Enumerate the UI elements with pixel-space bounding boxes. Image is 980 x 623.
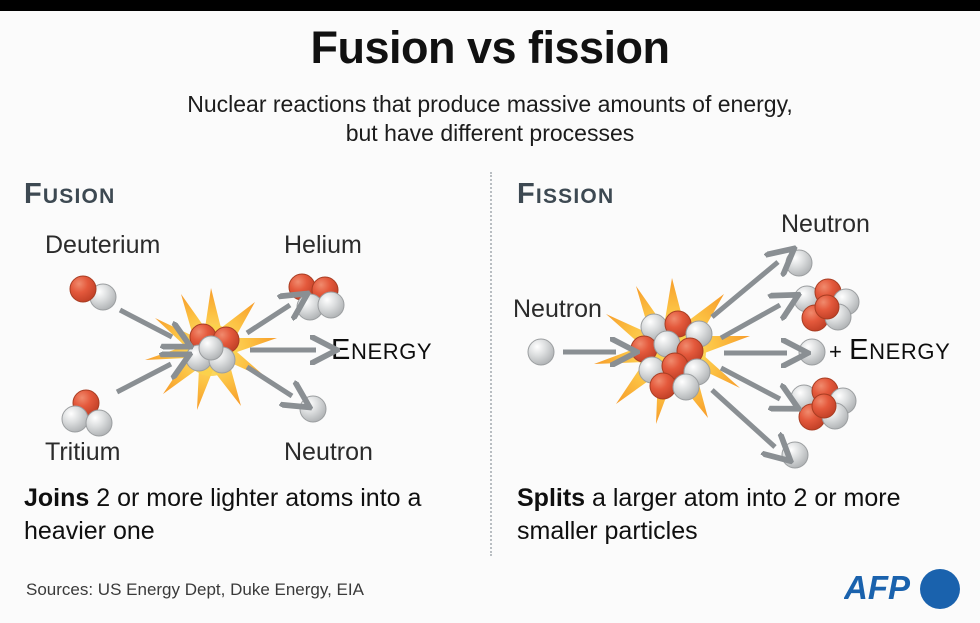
fission-summary-bold: Splits [517, 484, 586, 512]
fission-energy-burst [594, 278, 750, 424]
page-title: Fusion vs fission [310, 22, 670, 73]
panel-divider [490, 172, 492, 556]
arrow-out-fragment-lower [719, 365, 780, 399]
label-deuterium: Deuterium [45, 231, 161, 259]
subtitle-line-2: but have different processes [345, 120, 635, 146]
fusion-summary-bold: Joins [24, 484, 90, 512]
fusion-energy-burst [145, 288, 277, 410]
sources-line: Sources: US Energy Dept, Duke Energy, EI… [26, 580, 364, 599]
atom-fission-fragment-lower [790, 377, 857, 431]
fission-arrows [563, 262, 787, 447]
arrow-helium-out [245, 305, 290, 336]
fission-energy-cap: E [849, 334, 870, 366]
afp-logo: AFP [844, 568, 964, 610]
fission-heading: FISSION [517, 178, 614, 211]
fusion-energy-rest: NERGY [350, 339, 433, 364]
fission-energy-prefix: + [829, 339, 850, 364]
label-helium: Helium [284, 231, 362, 259]
label-fission-energy: + ENERGY [829, 334, 950, 367]
fusion-summary: Joins 2 or more lighter atoms into a hea… [24, 482, 444, 548]
fusion-heading-cap: F [24, 178, 43, 210]
atom-fission-fragment-upper [793, 278, 860, 332]
subtitle-line-1: Nuclear reactions that produce massive a… [187, 91, 793, 117]
atom-helium [288, 273, 345, 321]
label-fission-input-neutron: Neutron [513, 295, 602, 323]
label-fission-output-neutron: Neutron [781, 210, 870, 238]
fission-heading-rest: ISSION [535, 185, 615, 208]
arrow-out-fragment-upper [719, 305, 780, 341]
arrow-neutron-out [245, 364, 292, 396]
atom-fission-neutron-top [785, 249, 813, 277]
fusion-heading-rest: USION [42, 185, 116, 208]
arrow-out-neutron-bottom [710, 388, 775, 447]
label-fusion-energy: ENERGY [331, 334, 432, 367]
label-tritium: Tritium [45, 438, 121, 466]
fission-summary-rest: a larger atom into 2 or more smaller par… [517, 484, 901, 545]
arrow-tritium-in [115, 364, 171, 395]
atom-fission-input-neutron [527, 338, 555, 366]
arrow-deuterium-in [118, 307, 172, 337]
fusion-energy-cap: E [331, 334, 351, 366]
atom-fission-neutron-middle [798, 338, 826, 366]
page-subtitle: Nuclear reactions that produce massive a… [0, 90, 980, 148]
atom-deuterium [69, 275, 117, 311]
afp-logo-circle [920, 569, 960, 609]
arrow-out-neutron-top [710, 262, 778, 319]
atom-fusion-neutron-output [299, 395, 327, 423]
fission-heading-cap: F [517, 178, 536, 210]
top-black-bar [0, 0, 980, 11]
atom-tritium [61, 389, 113, 437]
atom-fused-nucleus [185, 323, 240, 374]
fusion-arrows [115, 305, 316, 396]
afp-logo-text: AFP [844, 569, 911, 606]
fusion-heading: FUSION [24, 178, 115, 211]
fission-summary: Splits a larger atom into 2 or more smal… [517, 482, 937, 548]
fission-energy-rest: NERGY [869, 339, 951, 364]
label-fusion-neutron: Neutron [284, 438, 373, 466]
atom-fission-neutron-bottom [781, 441, 809, 469]
atom-fission-nucleus [630, 310, 713, 401]
fusion-summary-rest: 2 or more lighter atoms into a heavier o… [24, 484, 422, 545]
